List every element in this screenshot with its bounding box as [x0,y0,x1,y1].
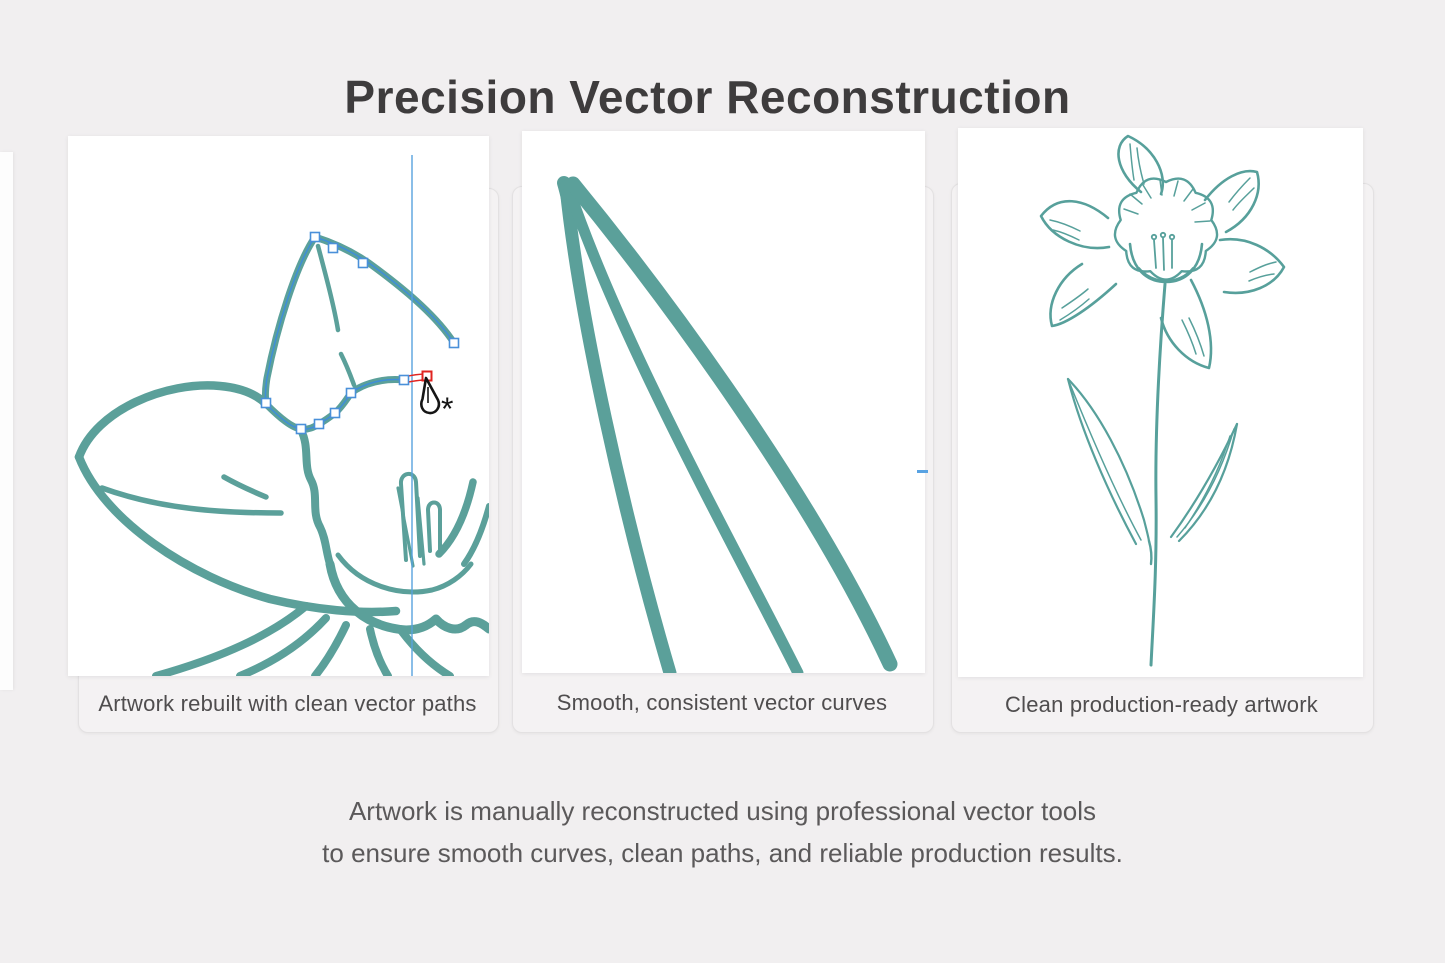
panel-caption-final: Clean production-ready artwork [1005,691,1318,717]
anchor-points[interactable] [260,231,460,435]
pen-tool-cursor-icon: * [420,376,453,427]
description-text: Artwork is manually reconstructed using … [0,790,1445,874]
anchor-point [327,242,339,254]
previous-panel-sliver [0,152,13,690]
anchor-point [309,231,321,243]
pen-cursor-badge: * [441,391,453,427]
daffodil-final-artwork [1039,134,1286,667]
page-title: Precision Vector Reconstruction [344,71,1071,123]
guide-dash [917,470,928,473]
description-line-2: to ensure smooth curves, clean paths, an… [322,838,1123,868]
vector-editing-canvas[interactable]: * [68,136,489,676]
daffodil-editing-artwork: * [74,155,489,676]
anchor-point [357,257,369,269]
panel-caption-editing: Artwork rebuilt with clean vector paths [98,691,477,716]
curves-preview-canvas [522,131,925,673]
anchor-point [329,407,341,419]
anchor-point [345,387,357,399]
panel-caption-curves: Smooth, consistent vector curves [556,689,888,715]
anchor-point [398,374,410,386]
anchor-point [295,423,307,435]
description-line-1: Artwork is manually reconstructed using … [348,796,1097,826]
leaf-curves-artwork [557,176,898,673]
anchor-point [260,397,272,409]
anchor-point [313,418,325,430]
anchor-point [448,337,460,349]
final-artwork-canvas [958,128,1363,677]
